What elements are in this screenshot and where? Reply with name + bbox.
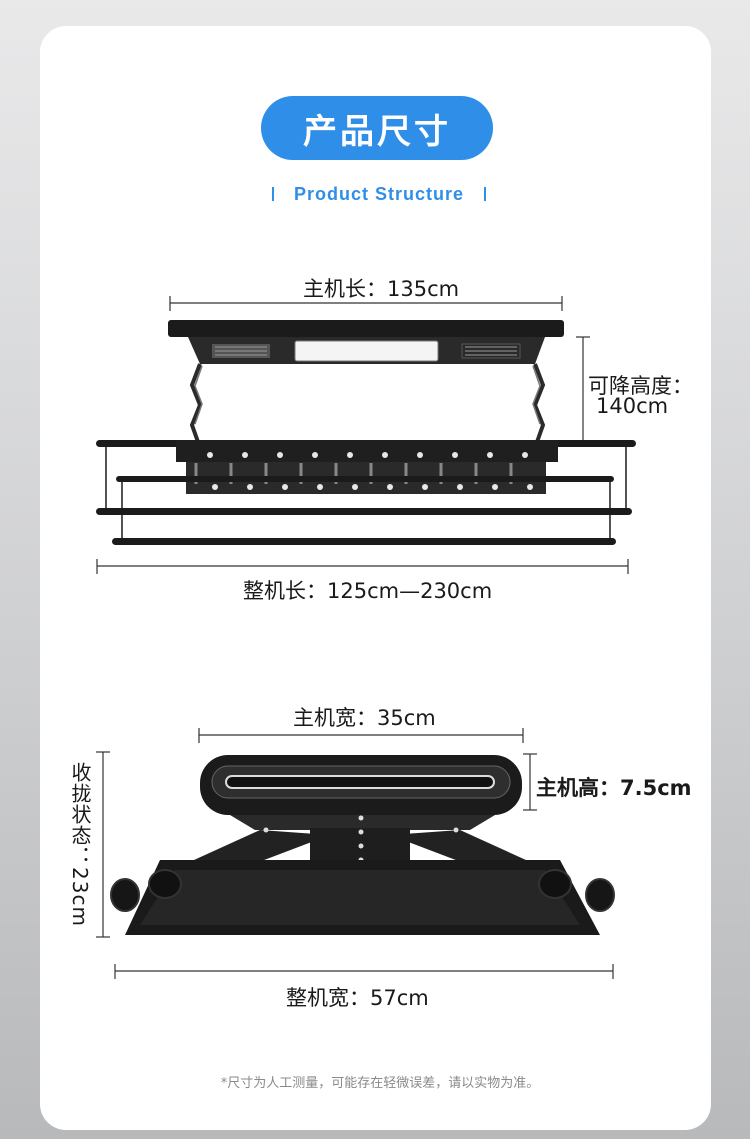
page-title: 产品尺寸 [261, 96, 493, 160]
total-length-label: 整机长：125cm—230cm [243, 579, 493, 603]
total-width-dimension-line [114, 964, 614, 979]
content-card [40, 26, 711, 1130]
host-length-label: 主机长：135cm [303, 277, 460, 301]
page-subtitle: Product Structure [268, 180, 490, 208]
divider-right [484, 187, 487, 201]
folded-state-label: 收拢状态：23cm [68, 762, 92, 927]
drying-rack-side-view [110, 755, 615, 935]
led-row-top [207, 452, 528, 458]
folded-state-dimension-line [96, 751, 110, 938]
total-width-label: 整机宽：57cm [286, 986, 429, 1010]
host-length-dimension-line [169, 296, 563, 311]
divider-left [271, 187, 274, 201]
host-width-label: 主机宽：35cm [293, 706, 436, 730]
host-height-label: 主机高：7.5cm [536, 776, 692, 800]
total-length-dimension-line [96, 559, 629, 574]
host-height-dimension-line [523, 753, 537, 811]
subtitle-text: Product Structure [293, 183, 465, 204]
measurement-disclaimer: *尺寸为人工测量，可能存在轻微误差，请以实物为准。 [220, 1076, 540, 1091]
led-row-bottom [212, 484, 533, 490]
lift-height-value: 140cm [596, 394, 669, 418]
drying-rack-front-view [96, 320, 636, 545]
lift-height-label: 可降高度： [588, 374, 693, 398]
host-width-dimension-line [198, 728, 524, 743]
